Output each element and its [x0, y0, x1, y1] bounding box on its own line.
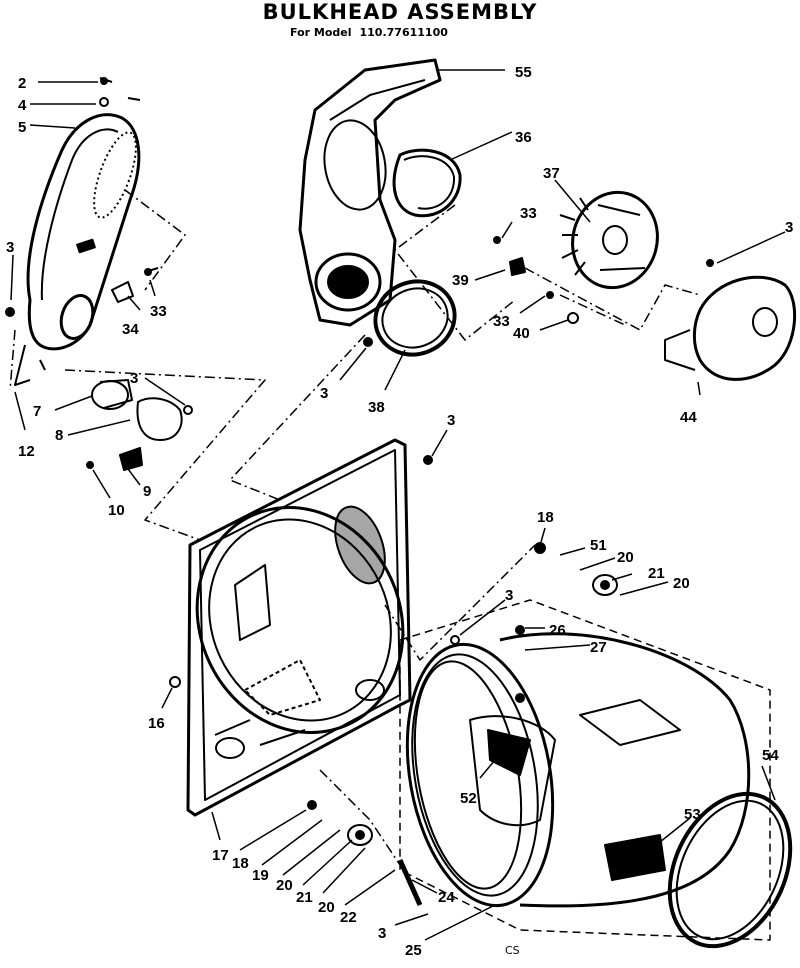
diagram-title: BULKHEAD ASSEMBLY [262, 0, 538, 24]
callout-label: 3 [505, 587, 513, 604]
leader-lines [10, 69, 786, 941]
callout-label: 4 [18, 97, 27, 114]
callout-label: 3 [447, 412, 455, 429]
callout-label: 33 [520, 205, 537, 222]
model-number: 110.77611100 [359, 26, 448, 39]
subtitle-prefix: For Model [290, 26, 352, 39]
callout-label: 40 [513, 325, 530, 342]
callout-label: 54 [762, 747, 779, 764]
callout-label: 19 [252, 867, 269, 884]
callout-label: 25 [405, 942, 422, 959]
duct-assembly-part [298, 58, 462, 327]
blower-housing-part [664, 275, 797, 381]
callout-label: 36 [515, 129, 532, 146]
callout-label: 18 [537, 509, 554, 526]
drum-part [399, 599, 771, 941]
callout-label: 21 [296, 889, 313, 906]
motor-part [86, 379, 193, 471]
callout-labels: 2 4 5 3 12 34 33 7 3 8 9 10 55 36 37 33 … [6, 64, 793, 959]
callout-label: 21 [648, 565, 665, 582]
callout-label: 20 [673, 575, 690, 592]
drum-seal-ring-part [667, 791, 793, 949]
callout-label: 39 [452, 272, 469, 289]
callout-label: 3 [785, 219, 793, 236]
callout-label: 52 [460, 790, 477, 807]
roller-parts [169, 236, 714, 907]
callout-label: 8 [55, 427, 63, 444]
callout-label: 20 [318, 899, 335, 916]
callout-label: 51 [590, 537, 607, 554]
housing-cover-part [14, 113, 141, 386]
callout-label: 53 [684, 806, 701, 823]
callout-label: 44 [680, 409, 697, 426]
callout-label: 24 [438, 889, 455, 906]
callout-label: 2 [18, 75, 26, 92]
callout-label: 18 [232, 855, 249, 872]
callout-label: 16 [148, 715, 165, 732]
callout-label: 3 [320, 385, 328, 402]
small-hardware-parts [5, 77, 159, 317]
model-subtitle: For Model 110.77611100 [290, 26, 448, 39]
callout-label: 33 [493, 313, 510, 330]
callout-label: 3 [6, 239, 14, 256]
callout-label: 55 [515, 64, 532, 81]
callout-label: 20 [276, 877, 293, 894]
callout-label: 27 [590, 639, 607, 656]
assembly-guide-lines [9, 189, 701, 881]
footer-code: CS [505, 944, 520, 957]
callout-label: 20 [617, 549, 634, 566]
gasket-ring-38-part [373, 279, 457, 357]
callout-label: 12 [18, 443, 35, 460]
callout-label: 5 [18, 119, 26, 136]
callout-label: 26 [549, 622, 566, 639]
callout-label: 33 [150, 303, 167, 320]
callout-label: 3 [378, 925, 386, 942]
fan-impeller-part [559, 190, 659, 290]
callout-label: 9 [143, 483, 151, 500]
callout-label: 22 [340, 909, 357, 926]
callout-label: 7 [33, 403, 41, 420]
callout-label: 34 [122, 321, 139, 338]
callout-label: 17 [212, 847, 229, 864]
callout-label: 3 [130, 370, 138, 387]
bulkhead-panel-part [186, 438, 412, 817]
callout-label: 38 [368, 399, 385, 416]
callout-label: 10 [108, 502, 125, 519]
callout-label: 37 [543, 165, 560, 182]
